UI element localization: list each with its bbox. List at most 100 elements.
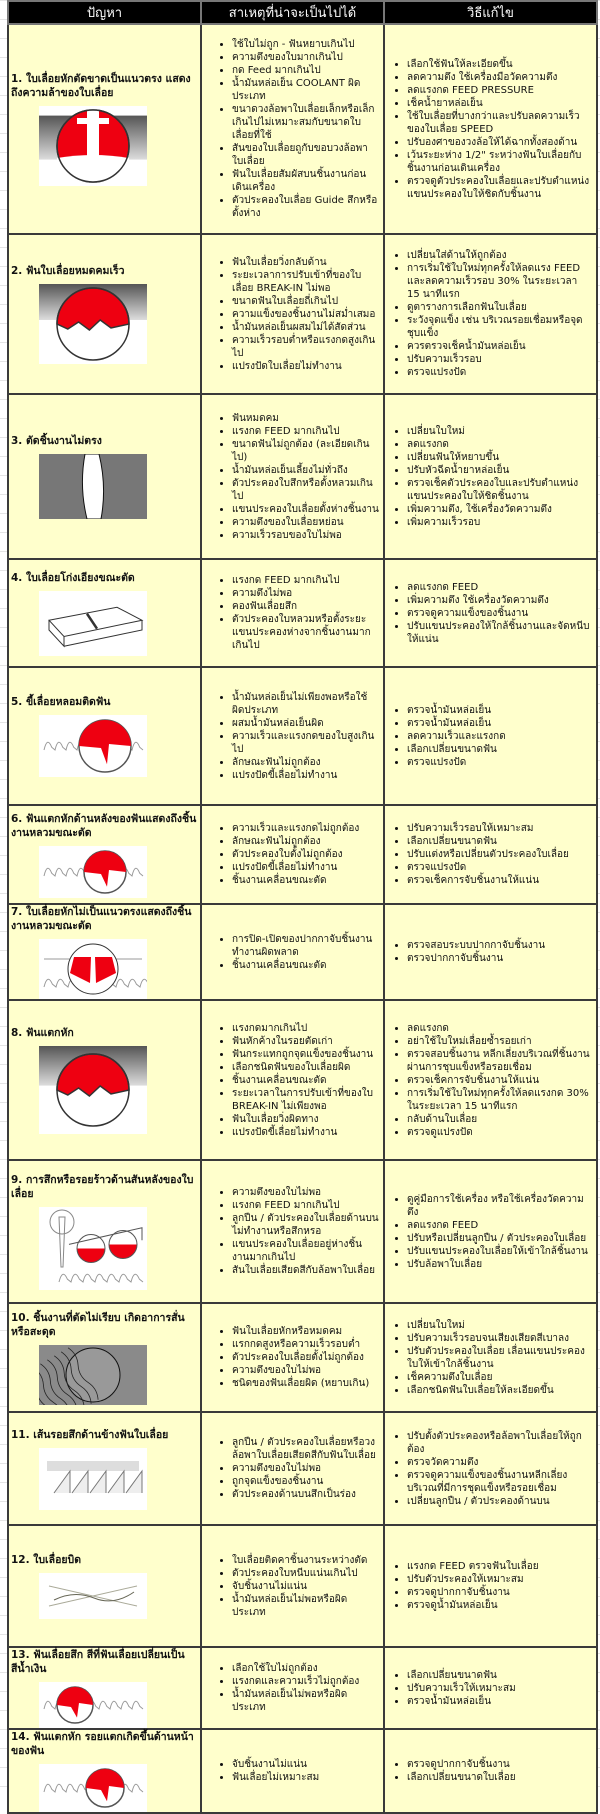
solution-item: ใช้ใบเลื่อยที่บางกว่าและปรับลดความเร็วขอ… xyxy=(407,110,592,136)
solution-item: ตรวจน้ำมันหล่อเย็น xyxy=(407,704,592,717)
solution-list: ลดแรงกดอย่าใช้ใบใหม่เลื่อยซ้ำรอยเก่าตรวจ… xyxy=(385,1022,596,1139)
header-cause: สาเหตุที่น่าจะเป็นไปได้ xyxy=(200,0,385,25)
solution-item: ตรวจดูปากกาจับชิ้นงาน xyxy=(407,1758,592,1771)
cause-cell: จับชิ้นงานไม่แน่นฟันเลื่อยไม่เหมาะสม xyxy=(200,1728,385,1814)
cause-item: เลือกใช้ใบไม่ถูกต้อง xyxy=(232,1662,379,1675)
solution-item: เลือกใช้ฟันให้ละเอียดขึ้น xyxy=(407,58,592,71)
cause-item: ความตึงของใบไม่พอ xyxy=(232,1462,379,1475)
solution-item: ลดแรงกด xyxy=(407,1022,592,1035)
solution-item: เปลี่ยนฟันให้หยาบขึ้น xyxy=(407,451,592,464)
cause-item: ตัวประคองด้านบนสึกเป็นร่อง xyxy=(232,1488,379,1501)
cause-item: ฟันใบเลื่อยสัมผัสบนชิ้นงานก่อนเดินเครื่อ… xyxy=(232,168,379,194)
solution-item: ตรวจปากกาจับชิ้นงาน xyxy=(407,952,592,965)
problem-title: 1. ใบเลื่อยหักตัดขาดเป็นแนวตรง แสดงถึงคว… xyxy=(11,73,191,99)
solution-item: การเริ่มใช้ใบใหม่ทุกครั้งให้ลดแรงกด 30% … xyxy=(407,1087,592,1113)
problem-cell: 14. ฟันแตกหัก รอยแตกเกิดขึ้นด้านหน้าของฟ… xyxy=(7,1728,202,1814)
cause-item: แขนประคองใบเลื่อยตั้งห่างชิ้นงาน xyxy=(232,503,379,516)
problem-cell: 12. ใบเลื่อยบิด xyxy=(7,1524,202,1648)
table-row: 11. เส้นรอยสึกด้านข้างฟันใบเลื่อย ลูกปืน… xyxy=(7,1411,598,1526)
problem-illustration xyxy=(39,1447,147,1510)
cause-cell: แรงกด FEED มากเกินไปความตึงไม่พอคองฟันเล… xyxy=(200,558,385,668)
problem-cell: 1. ใบเลื่อยหักตัดขาดเป็นแนวตรง แสดงถึงคว… xyxy=(7,23,202,235)
cause-item: ใบเลื่อยติดคาชิ้นงานระหว่างตัด xyxy=(232,1554,379,1567)
solution-list: เลือกเปลี่ยนขนาดฟันปรับความเร็วให้เหมาะส… xyxy=(385,1669,596,1708)
problem-illustration xyxy=(39,1682,147,1728)
problem-cell: 13. ฟันเลื่อยสึก สีที่ฟันเลื่อยเปลี่ยนเป… xyxy=(7,1646,202,1730)
cause-item: ลูกปืน / ตัวประคองใบเลื่อยด้านบนไม่ทำงาน… xyxy=(232,1212,379,1238)
problem-illustration xyxy=(39,106,147,186)
cause-list: ใบเลื่อยติดคาชิ้นงานระหว่างตัดตัวประคองใ… xyxy=(202,1554,383,1619)
table-row: 4. ใบเลื่อยโก่งเอียงขณะตัด แรงกด FEED มา… xyxy=(7,558,598,668)
cause-item: ชิ้นงานเคลื่อนขณะตัด xyxy=(232,1074,379,1087)
cause-item: ความเร็วรอบของใบไม่พอ xyxy=(232,529,379,542)
cause-item: ตัวประคองใบหลวมหรือตั้งระยะแขนประคองห่าง… xyxy=(232,613,379,652)
cause-item: แรงกดและความเร็วไม่ถูกต้อง xyxy=(232,1675,379,1688)
cause-item: ชิ้นงานเคลื่อนขณะตัด xyxy=(232,874,379,887)
problem-cell: 8. ฟันแตกหัก xyxy=(7,999,202,1161)
solution-list: เปลี่ยนใส่ด้านให้ถูกต้องการเริ่มใช้ใบใหม… xyxy=(385,249,596,379)
cause-item: ถูกจุดแข็งของชิ้นงาน xyxy=(232,1475,379,1488)
cause-item: เลือกชนิดฟันของใบเลื่อยผิด xyxy=(232,1061,379,1074)
solution-item: ตรวจแปรงปัด xyxy=(407,366,592,379)
cause-item: ตัวประคองใบเลื่อยตั้งไม่ถูกต้อง xyxy=(232,1351,379,1364)
solution-item: ปรับองศาของวงล้อให้ได้ฉากทั้งสองด้าน xyxy=(407,136,592,149)
cause-item: ระยะเวลาการปรับเข้าที่ของใบเลื่อย BREAK-… xyxy=(232,269,379,295)
table-row: 2. ฟันใบเลื่อยหมดคมเร็ว ฟันใบเลื่อยวิ่งก… xyxy=(7,233,598,395)
solution-item: ปรับแขนประคองให้ใกล้ชิ้นงานและจัดหนีบให้… xyxy=(407,620,592,646)
cause-cell: ใช้ใบไม่ถูก - ฟันหยาบเกินไปความตึงของใบม… xyxy=(200,23,385,235)
header-row: ปัญหา สาเหตุที่น่าจะเป็นไปได้ วิธีแก้ไข xyxy=(7,0,598,25)
problem-cell: 7. ใบเลื่อยหักไม่เป็นแนวตรงแสดงถึงชิ้นงา… xyxy=(7,903,202,1001)
problem-title: 6. ฟันแตกหักด้านหลังของฟันแสดงถึงชิ้นงาน… xyxy=(11,812,197,839)
solution-item: ตรวจดูน้ำมันหล่อเย็น xyxy=(407,1599,592,1612)
cause-item: ฟันหมดคม xyxy=(232,412,379,425)
cause-item: การปิด-เปิดของปากกาจับชิ้นงานทำงานผิดพลา… xyxy=(232,933,379,959)
solution-item: เปลี่ยนใส่ด้านให้ถูกต้อง xyxy=(407,249,592,262)
solution-item: ดูคู่มือการใช้เครื่อง หรือใช้เครื่องวัดค… xyxy=(407,1193,592,1219)
cause-cell: การปิด-เปิดของปากกาจับชิ้นงานทำงานผิดพลา… xyxy=(200,903,385,1001)
problem-illustration xyxy=(39,1207,147,1290)
solution-item: ปรับแต่งหรือเปลี่ยนตัวประคองใบเลื่อย xyxy=(407,848,592,861)
solution-cell: ปรับความเร็วรอบให้เหมาะสมเลือกเปลี่ยนขนา… xyxy=(383,804,598,905)
solution-item: ตรวจดูตัวประคองใบเลื่อยและปรับตำแหน่งแขน… xyxy=(407,175,592,201)
problem-title: 3. ตัดชิ้นงานไม่ตรง xyxy=(11,435,102,447)
solution-item: ตรวจน้ำมันหล่อเย็น xyxy=(407,1695,592,1708)
problem-cell: 5. ขี้เลื่อยหลอมติดฟัน xyxy=(7,666,202,806)
cause-item: ระยะเวลาในการปรับเข้าที่ของใบ BREAK-IN ไ… xyxy=(232,1087,379,1113)
solution-item: ตรวจวัดความตึง xyxy=(407,1456,592,1469)
solution-item: ตรวจเช็คการจับชิ้นงานให้แน่น xyxy=(407,874,592,887)
solution-item: การเริ่มใช้ใบใหม่ทุกครั้งให้ลดแรง FEED แ… xyxy=(407,262,592,301)
cause-item: แรกกดสูงหรือความเร็วรอบต่ำ xyxy=(232,1338,379,1351)
cause-item: แปรงปัดใบเลื่อยไม่ทำงาน xyxy=(232,360,379,373)
solution-cell: แรงกด FEED ตรวจฟันใบเลื่อยปรับตัวประคองใ… xyxy=(383,1524,598,1648)
cause-item: จับชิ้นงานไม่แน่น xyxy=(232,1580,379,1593)
solution-cell: ดูคู่มือการใช้เครื่อง หรือใช้เครื่องวัดค… xyxy=(383,1159,598,1304)
solution-list: ลดแรงกด FEEDเพิ่มความตึง ใช้เครื่องวัดคว… xyxy=(385,581,596,646)
cause-item: ลูกปืน / ตัวประคองใบเลื่อยหรือวงล้อพาใบเ… xyxy=(232,1436,379,1462)
solution-cell: ตรวจสอบระบบปากกาจับชิ้นงานตรวจปากกาจับชิ… xyxy=(383,903,598,1001)
cause-item: น้ำมันหล่อเย็นไม่พอหรือผิดประเภท xyxy=(232,1688,379,1714)
cause-item: ความตึงของใบไม่พอ xyxy=(232,1186,379,1199)
table-row: 13. ฟันเลื่อยสึก สีที่ฟันเลื่อยเปลี่ยนเป… xyxy=(7,1646,598,1730)
problem-illustration xyxy=(39,845,147,898)
problem-title: 14. ฟันแตกหัก รอยแตกเกิดขึ้นด้านหน้าของฟ… xyxy=(11,1731,194,1757)
cause-item: ลักษณะฟันไม่ถูกต้อง xyxy=(232,756,379,769)
cause-list: ลูกปืน / ตัวประคองใบเลื่อยหรือวงล้อพาใบเ… xyxy=(202,1436,383,1501)
problem-illustration xyxy=(39,1046,147,1134)
problem-illustration xyxy=(39,454,147,519)
solution-list: ตรวจดูปากกาจับชิ้นงานเลือกเปลี่ยนขนาดใบเ… xyxy=(385,1758,596,1784)
cause-item: ความเร็วรอบต่ำหรือแรงกดสูงเกินไป xyxy=(232,334,379,360)
cause-item: ผสมน้ำมันหล่อเย็นผิด xyxy=(232,717,379,730)
cause-list: ความตึงของใบไม่พอแรงกด FEED มากเกินไปลูก… xyxy=(202,1186,383,1277)
problem-cell: 10. ชิ้นงานที่ตัดไม่เรียบ เกิดอาการสั่นห… xyxy=(7,1302,202,1413)
solution-item: ตรวจดูความแข็งของชิ้นงานหลีกเลี่ยงบริเวณ… xyxy=(407,1469,592,1495)
header-problem: ปัญหา xyxy=(7,0,202,25)
solution-item: ปรับความเร็วรอบให้เหมาะสม xyxy=(407,822,592,835)
cause-item: ตัวประคองใบตั้งไม่ถูกต้อง xyxy=(232,848,379,861)
solution-item: ปรับล้อพาใบเลื่อย xyxy=(407,1258,592,1271)
solution-item: เพิ่มความตึง ใช้เครื่องวัดความตึง xyxy=(407,594,592,607)
problem-title: 10. ชิ้นงานที่ตัดไม่เรียบ เกิดอาการสั่นห… xyxy=(11,1311,185,1338)
cause-list: ใช้ใบไม่ถูก - ฟันหยาบเกินไปความตึงของใบม… xyxy=(202,38,383,220)
cause-item: ความเร็วและแรงกดของใบสูงเกินไป xyxy=(232,730,379,756)
cause-cell: ใบเลื่อยติดคาชิ้นงานระหว่างตัดตัวประคองใ… xyxy=(200,1524,385,1648)
cause-item: น้ำมันหล่อเย็นไม่พอหรือผิดประเภท xyxy=(232,1593,379,1619)
